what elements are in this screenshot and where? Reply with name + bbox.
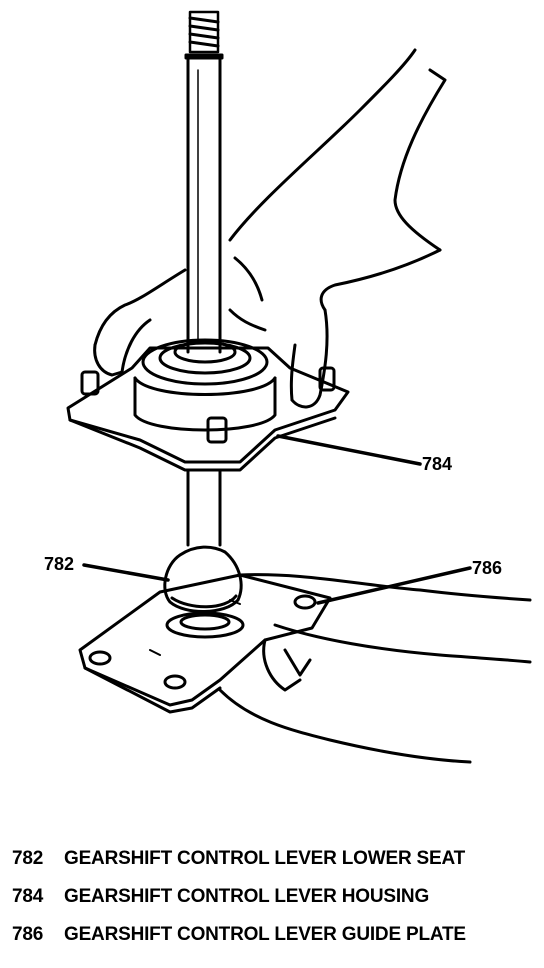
lower-shaft	[186, 468, 222, 547]
callout-786: 786	[472, 558, 502, 578]
legend-row-784: 784 GEARSHIFT CONTROL LEVER HOUSING	[0, 886, 544, 924]
legend-number: 784	[12, 886, 44, 907]
legend-row-782: 782 GEARSHIFT CONTROL LEVER LOWER SEAT	[0, 848, 544, 886]
legend-description: GEARSHIFT CONTROL LEVER HOUSING	[64, 886, 430, 907]
lower-hand	[218, 573, 532, 764]
leader-line-784	[276, 434, 422, 466]
shift-lever-shaft	[184, 10, 224, 354]
leader-lines	[82, 434, 472, 605]
legend-description: GEARSHIFT CONTROL LEVER LOWER SEAT	[64, 848, 466, 869]
lower-seat-782	[163, 545, 243, 613]
leader-line-782	[82, 563, 170, 582]
upper-hand	[93, 48, 447, 409]
legend-number: 782	[12, 848, 44, 869]
leader-line-786	[316, 566, 472, 605]
callout-782: 782	[44, 554, 74, 574]
lever-housing-784	[66, 338, 350, 472]
callout-784: 784	[422, 454, 452, 474]
legend-number: 786	[12, 924, 44, 945]
gearshift-assembly-diagram: 784 782 786	[44, 10, 532, 764]
legend-row-786: 786 GEARSHIFT CONTROL LEVER GUIDE PLATE	[0, 924, 544, 962]
parts-legend: 782 GEARSHIFT CONTROL LEVER LOWER SEAT 7…	[0, 848, 544, 962]
legend-description: GEARSHIFT CONTROL LEVER GUIDE PLATE	[64, 924, 466, 945]
guide-plate-786	[78, 573, 332, 714]
